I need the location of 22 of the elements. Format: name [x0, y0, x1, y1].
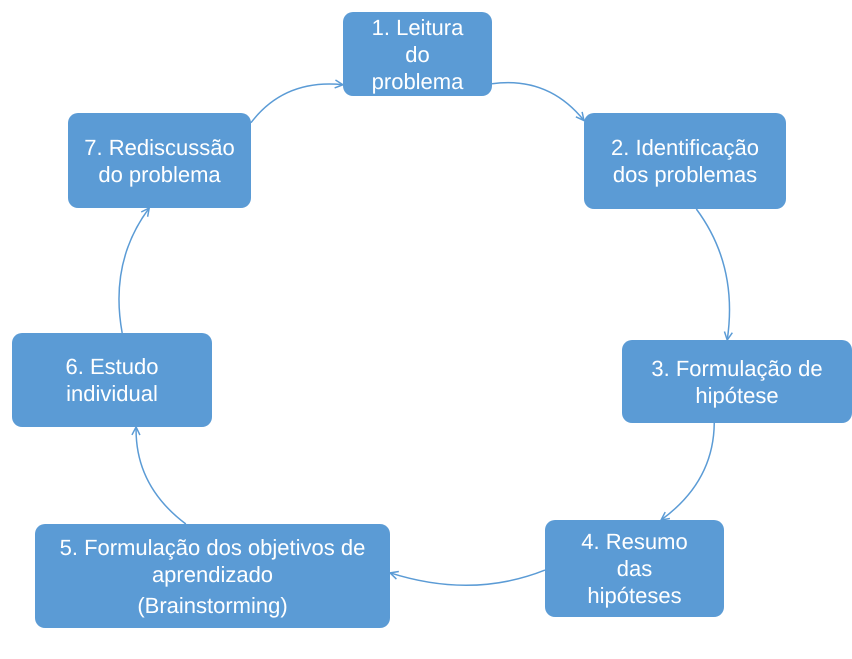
curved-arrow: [696, 208, 733, 341]
curved-arrow: [389, 569, 546, 586]
step-label: 6. Estudo individual: [64, 353, 160, 407]
step-label: 4. Resumo das hipóteses: [580, 528, 689, 609]
step-label: (Brainstorming): [136, 592, 289, 618]
process-box: [12, 333, 212, 427]
process-box: [545, 520, 724, 617]
step-label: 1. Leitura do problema: [370, 14, 464, 94]
curved-arrow: [660, 422, 715, 521]
curved-arrow: [118, 207, 150, 334]
process-box: [35, 524, 390, 628]
process-box: [584, 113, 786, 209]
step-label: 5. Formulação dos objetivos de aprendizado: [58, 534, 366, 588]
curved-arrow: [131, 426, 186, 525]
process-box: [68, 113, 251, 208]
step-label: 7. Rediscussão do problema: [83, 134, 236, 188]
process-box: [343, 12, 492, 96]
step-label: 3. Formulação de hipótese: [650, 354, 824, 408]
step-label: 2. Identificação dos problemas: [610, 134, 760, 188]
process-box: [622, 340, 852, 423]
curved-arrow: [250, 79, 344, 124]
curved-arrow: [492, 82, 585, 122]
